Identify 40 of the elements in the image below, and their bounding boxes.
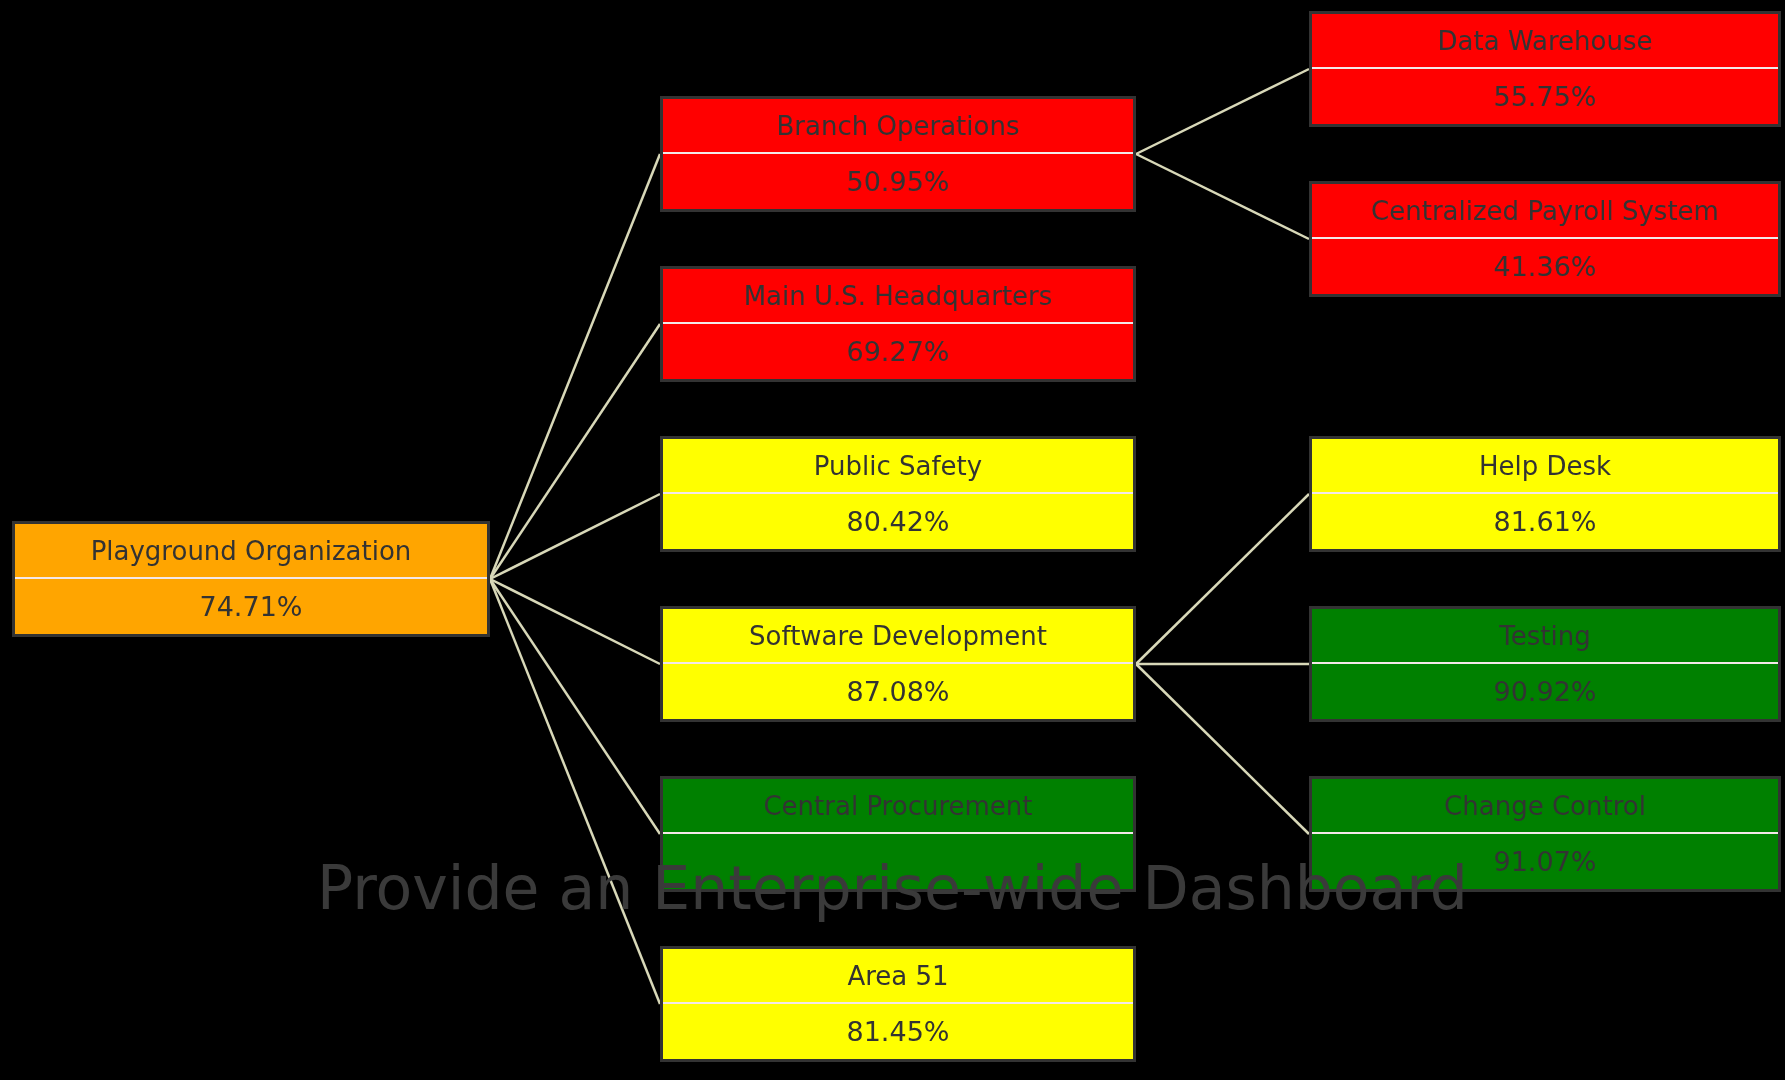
percentage-value: 91.07% [1493, 848, 1597, 875]
status-box [660, 606, 1136, 722]
percentage-value: 80.42% [846, 508, 950, 535]
node-name: Centralized Payroll System [1371, 197, 1719, 224]
status-box [1309, 436, 1781, 552]
percentage-value: 69.27% [846, 338, 950, 365]
node-name: Software Development [749, 622, 1047, 649]
node-name: Data Warehouse [1437, 27, 1653, 54]
node-name: Area 51 [847, 962, 949, 989]
node-name: Change Control [1444, 792, 1646, 819]
node-name: Main U.S. Headquarters [743, 282, 1053, 309]
percentage-value: 87.08% [846, 678, 950, 705]
node-name: Public Safety [813, 452, 983, 479]
connector-line [1135, 67, 1310, 156]
connector-line [1135, 152, 1310, 241]
percentage-value: 41.36% [1493, 253, 1597, 280]
node-name: Central Procurement [763, 792, 1033, 819]
connector-line [1135, 663, 1310, 835]
status-box [660, 266, 1136, 382]
connector-line [1135, 493, 1310, 665]
status-box [660, 946, 1136, 1062]
percentage-value: 81.61% [1493, 508, 1597, 535]
connector-line [1136, 662, 1309, 666]
status-box [1309, 606, 1781, 722]
status-box [660, 436, 1136, 552]
status-box [12, 521, 490, 637]
status-box [1309, 181, 1781, 297]
status-box [1309, 11, 1781, 127]
percentage-value: 55.75% [1493, 83, 1597, 110]
node-name: Help Desk [1478, 452, 1612, 479]
percentage-value: 90.92% [1493, 678, 1597, 705]
status-box [660, 96, 1136, 212]
node-name: Branch Operations [776, 112, 1020, 139]
node-name: Testing [1499, 622, 1591, 649]
percentage-value: 50.95% [846, 168, 950, 195]
node-name: Playground Organization [90, 537, 412, 564]
percentage-value: 74.71% [199, 593, 303, 620]
connector-line [489, 577, 661, 666]
connector-line [489, 492, 661, 581]
percentage-value: 81.45% [846, 1018, 950, 1045]
